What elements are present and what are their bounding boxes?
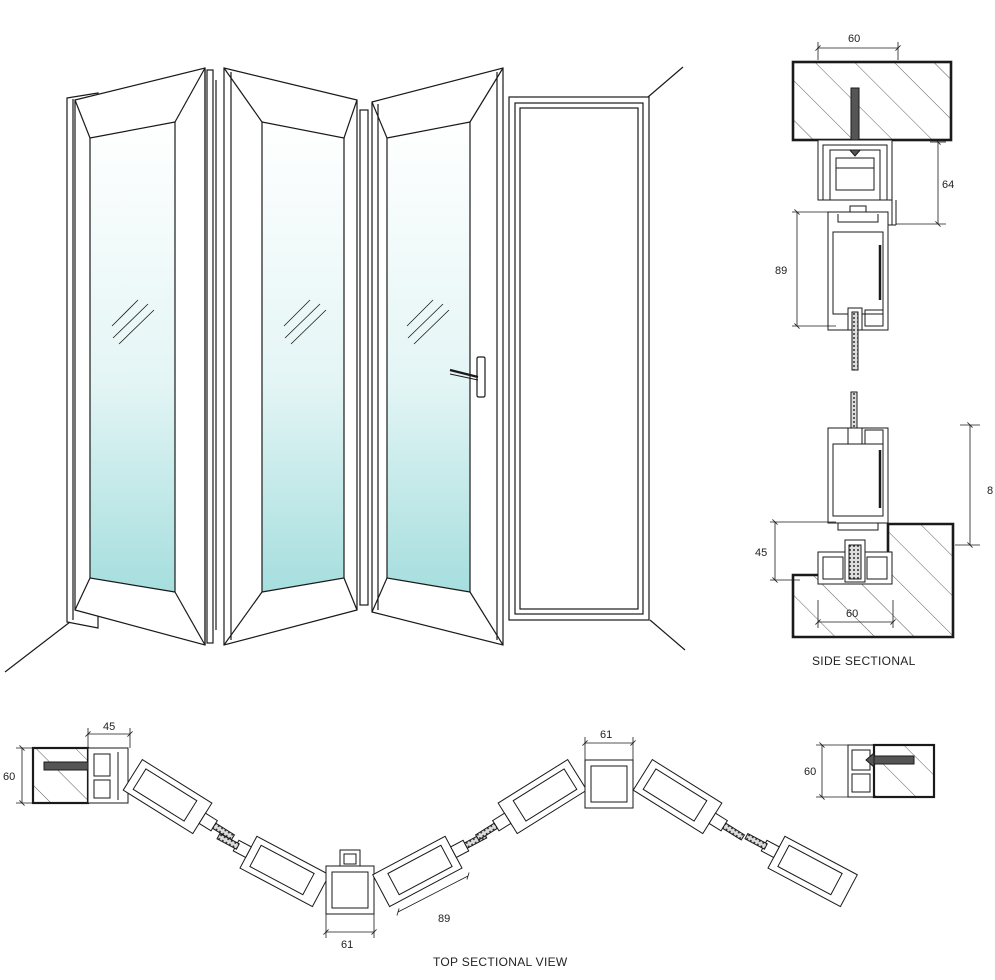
left-wall [31, 746, 90, 805]
side-sash-top [827, 205, 889, 371]
top-sash-f [744, 832, 858, 908]
side-section-head [791, 42, 953, 371]
ceiling-line-right [647, 66, 684, 98]
top-sash-b [216, 832, 330, 908]
top-sash-a [122, 758, 236, 841]
glass-reflection-3 [406, 299, 450, 345]
dim-top-left-jamb-width: 60 [3, 771, 15, 783]
dim-top-center-width: 61 [341, 939, 353, 951]
head-lintel [791, 60, 953, 142]
sill-track-profile [817, 539, 893, 585]
dim-side-sill-width: 60 [846, 608, 858, 620]
outer-frame-left [66, 92, 99, 629]
floor-line-right [649, 619, 686, 651]
door-panel-3 [371, 67, 504, 646]
door-elevation [4, 66, 686, 673]
dim-side-head-height: 64 [942, 179, 954, 191]
glass-pane-2 [261, 121, 345, 593]
dim-side-sill-height: 45 [755, 547, 767, 559]
top-upper-center-post [584, 759, 634, 809]
right-jamb-profile [847, 744, 875, 798]
dim-side-sash-bottom: 8 [987, 485, 993, 497]
opening-frame [508, 96, 650, 621]
door-panel-2 [223, 67, 358, 646]
caption-top-sectional-view: TOP SECTIONAL VIEW [433, 955, 568, 969]
glass-reflection-2 [283, 299, 327, 345]
glass-pane-1 [89, 121, 176, 593]
dim-side-sash-top: 89 [775, 265, 787, 277]
right-wall [872, 743, 936, 799]
door-panel-1 [74, 67, 206, 646]
door-handle-icon [449, 356, 486, 398]
side-section-sill [770, 391, 980, 639]
top-center-post [325, 849, 375, 915]
glass-pane-3 [386, 121, 471, 593]
dim-top-upper-center-width: 61 [600, 729, 612, 741]
hinge-strip-1 [206, 69, 214, 644]
top-sash-e [632, 758, 746, 841]
glass-reflection-1 [111, 299, 155, 345]
head-track-profile [817, 139, 897, 226]
hinge-strip-2 [359, 109, 369, 606]
top-sectional-view [16, 728, 936, 938]
top-sash-d [474, 758, 588, 841]
dim-top-right-jamb-width: 60 [804, 766, 816, 778]
side-sash-bottom [827, 427, 889, 531]
dim-top-sash-depth: 89 [438, 913, 450, 925]
dim-side-head-width: 60 [848, 33, 860, 45]
caption-side-sectional: SIDE SECTIONAL [812, 654, 916, 668]
dim-top-left-jamb-depth: 45 [103, 721, 115, 733]
head-fixing-screw [850, 87, 860, 147]
left-jamb-profile [87, 747, 129, 804]
floor-line-left [4, 621, 71, 673]
